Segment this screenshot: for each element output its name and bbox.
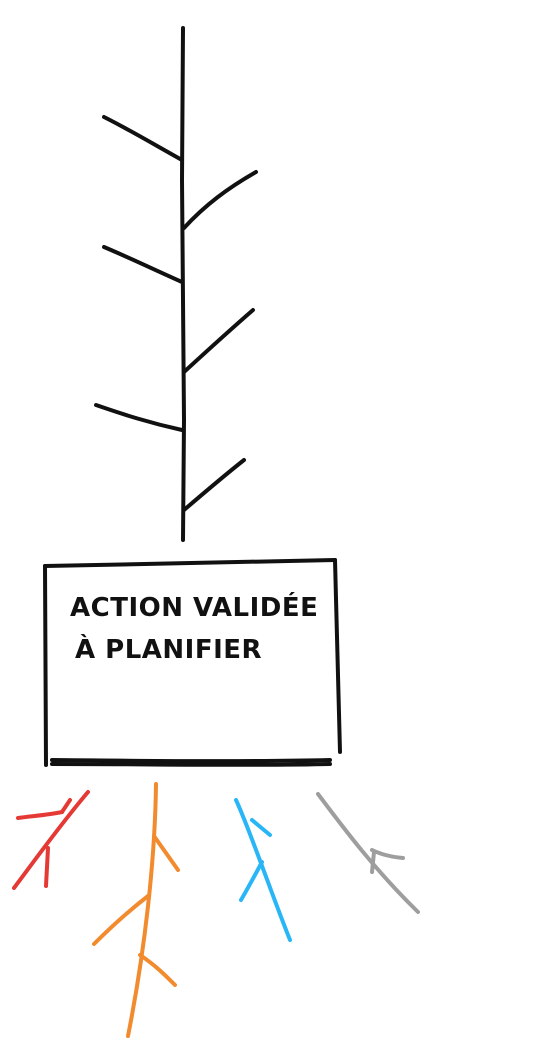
branch-left-1 (104, 117, 182, 160)
box-label-line-2: À PLANIFIER (75, 633, 262, 665)
root-gray (318, 794, 418, 912)
root-red (14, 792, 88, 888)
root-orange (94, 784, 178, 1036)
root-blue (236, 800, 290, 940)
main-spine (182, 28, 184, 540)
branch-right-3 (184, 460, 244, 510)
branch-right-2 (184, 310, 253, 372)
right-branches (184, 172, 256, 510)
box-label-line-1: ACTION VALIDÉE (70, 591, 318, 623)
branch-left-2 (104, 247, 182, 282)
left-branches (96, 117, 182, 430)
branch-right-1 (184, 172, 256, 228)
branch-left-3 (96, 405, 182, 430)
